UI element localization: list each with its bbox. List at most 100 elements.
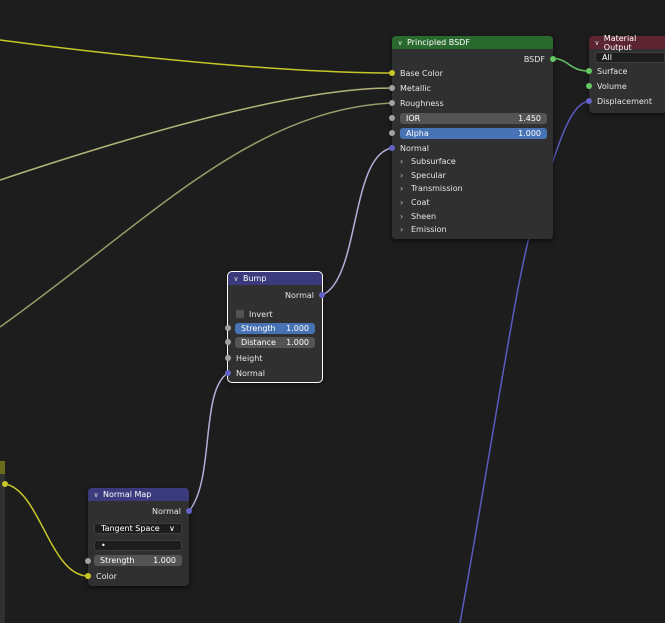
uv-map-value: • [101, 541, 106, 550]
ior-field[interactable]: IOR 1.450 [400, 113, 547, 124]
bsdf-output-label: BSDF [523, 54, 545, 64]
chevron-right-icon: › [400, 224, 404, 234]
chevron-down-icon: ∨ [169, 524, 175, 533]
height-socket[interactable] [225, 355, 231, 361]
bump-node[interactable]: ∨ Bump Normal Invert Strength 1.000 Dist… [225, 271, 325, 383]
normal-socket[interactable] [389, 145, 395, 151]
space-dropdown[interactable]: Tangent Space ∨ [94, 523, 182, 534]
bump-strength-label: Strength [241, 324, 276, 333]
link-normalmap-to-bump [188, 372, 229, 512]
collapse-chevron-icon[interactable]: ∨ [397, 38, 403, 47]
uv-map-field[interactable]: • [94, 540, 182, 551]
normal-map-output-row: Normal [88, 505, 192, 517]
bump-distance-label: Distance [241, 338, 276, 347]
normal-map-color-socket[interactable] [85, 573, 91, 579]
invert-row[interactable]: Invert [228, 308, 322, 320]
space-value: Tangent Space [101, 524, 160, 533]
bsdf-output-row: BSDF [392, 53, 556, 65]
invert-checkbox[interactable] [236, 310, 244, 318]
panel-emission-label: Emission [411, 224, 447, 234]
roughness-socket[interactable] [389, 100, 395, 106]
link-color-to-base-color [0, 39, 393, 74]
normal-map-color-label: Color [96, 571, 117, 581]
bump-distance-field[interactable]: Distance 1.000 [235, 337, 315, 348]
bump-normal-label: Normal [236, 368, 265, 378]
offscreen-node-header[interactable] [0, 461, 5, 474]
panel-coat[interactable]: › Coat [400, 196, 430, 208]
bump-normal-input-socket[interactable] [225, 370, 231, 376]
offscreen-node-body[interactable] [0, 461, 5, 623]
ior-value: 1.450 [518, 114, 541, 123]
panel-sheen-label: Sheen [411, 211, 437, 221]
bump-output-row: Normal [228, 289, 325, 301]
target-dropdown[interactable]: All [595, 52, 665, 63]
offscreen-color-output-socket[interactable] [2, 481, 8, 487]
invert-label: Invert [249, 309, 273, 319]
bump-strength-value: 1.000 [286, 324, 309, 333]
normal-map-output-socket[interactable] [186, 508, 192, 514]
displacement-row: Displacement [586, 95, 665, 107]
metallic-socket[interactable] [389, 85, 395, 91]
normal-label: Normal [400, 143, 429, 153]
normal-map-title: Normal Map [103, 490, 152, 499]
link-to-roughness [0, 102, 393, 328]
panel-emission[interactable]: › Emission [400, 223, 447, 235]
principled-bsdf-header[interactable]: ∨ Principled BSDF [392, 36, 553, 49]
strength-socket[interactable] [225, 325, 231, 331]
displacement-socket[interactable] [586, 98, 592, 104]
volume-socket[interactable] [586, 83, 592, 89]
height-row: Height [225, 352, 322, 364]
panel-transmission[interactable]: › Transmission [400, 182, 463, 194]
link-displacement [459, 100, 590, 623]
bump-output-label: Normal [285, 290, 314, 300]
bump-title: Bump [243, 274, 267, 283]
link-bsdf-to-surface [552, 57, 590, 72]
panel-specular-label: Specular [411, 170, 446, 180]
roughness-label: Roughness [400, 98, 444, 108]
collapse-chevron-icon[interactable]: ∨ [233, 274, 239, 283]
alpha-field[interactable]: Alpha 1.000 [400, 128, 547, 139]
bump-header[interactable]: ∨ Bump [228, 272, 322, 285]
displacement-label: Displacement [597, 96, 652, 106]
normal-map-strength-value: 1.000 [153, 556, 176, 565]
bump-distance-value: 1.000 [286, 338, 309, 347]
chevron-right-icon: › [400, 170, 404, 180]
panel-subsurface-label: Subsurface [411, 156, 456, 166]
panel-sheen[interactable]: › Sheen [400, 210, 436, 222]
height-label: Height [236, 353, 263, 363]
normal-map-color-row: Color [85, 570, 189, 582]
chevron-right-icon: › [400, 211, 404, 221]
collapse-chevron-icon[interactable]: ∨ [93, 490, 99, 499]
collapse-chevron-icon[interactable]: ∨ [594, 38, 600, 47]
panel-specular[interactable]: › Specular [400, 169, 446, 181]
link-bump-to-normal [321, 147, 393, 296]
surface-label: Surface [597, 66, 628, 76]
base-color-socket[interactable] [389, 70, 395, 76]
ior-socket[interactable] [389, 115, 395, 121]
chevron-right-icon: › [400, 156, 404, 166]
panel-subsurface[interactable]: › Subsurface [400, 155, 456, 167]
normal-map-strength-socket[interactable] [85, 558, 91, 564]
alpha-socket[interactable] [389, 130, 395, 136]
material-output-header[interactable]: ∨ Material Output [589, 33, 665, 52]
principled-bsdf-node[interactable]: ∨ Principled BSDF BSDF Base Color Metall… [389, 36, 556, 239]
material-output-node[interactable]: ∨ Material Output All Surface Volume Dis… [586, 33, 665, 113]
link-to-metallic [0, 87, 393, 181]
normal-map-node[interactable]: ∨ Normal Map Normal Tangent Space ∨ • St… [85, 488, 192, 586]
normal-map-header[interactable]: ∨ Normal Map [88, 488, 189, 501]
bump-normal-output-socket[interactable] [319, 292, 325, 298]
surface-socket[interactable] [586, 68, 592, 74]
distance-socket[interactable] [225, 339, 231, 345]
bump-strength-field[interactable]: Strength 1.000 [235, 323, 315, 334]
roughness-row: Roughness [389, 97, 553, 109]
bump-normal-row: Normal [225, 367, 322, 379]
normal-map-strength-field[interactable]: Strength 1.000 [94, 555, 182, 566]
chevron-right-icon: › [400, 197, 404, 207]
bsdf-output-socket[interactable] [550, 56, 556, 62]
alpha-value: 1.000 [518, 129, 541, 138]
panel-coat-label: Coat [411, 197, 430, 207]
material-output-title: Material Output [603, 33, 637, 52]
base-color-label: Base Color [400, 68, 443, 78]
volume-label: Volume [597, 81, 627, 91]
